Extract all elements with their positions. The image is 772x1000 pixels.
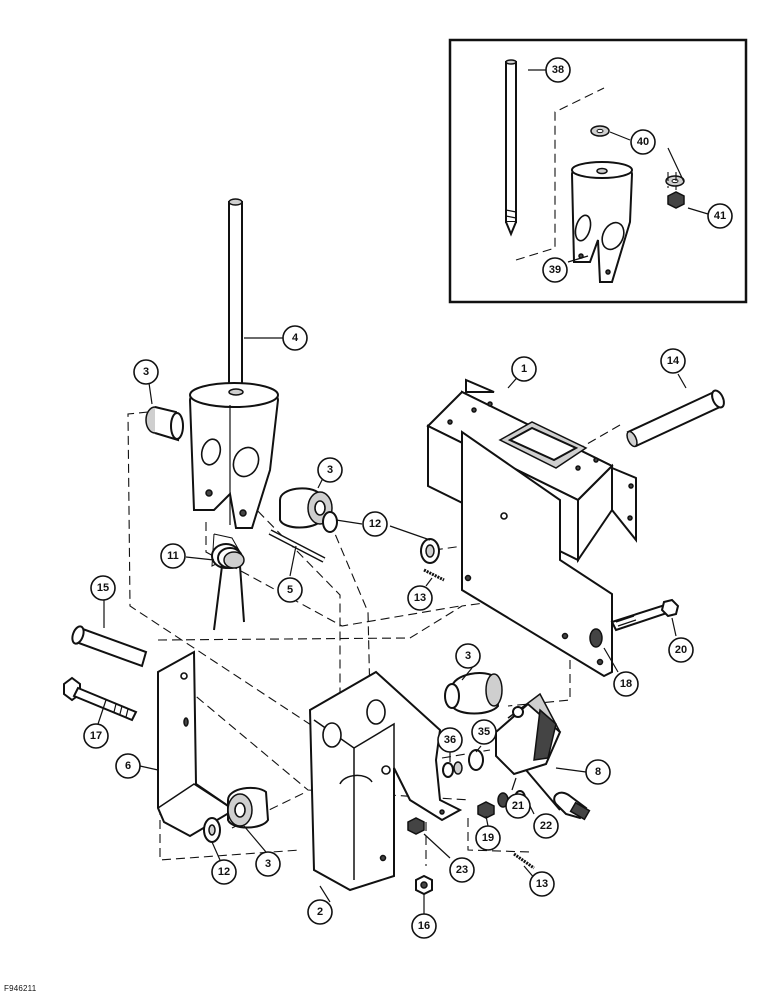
callout-23: 23 (449, 857, 475, 883)
callout-8: 8 (585, 759, 611, 785)
limit-switch (495, 692, 591, 821)
spring-pin (268, 529, 326, 563)
bushing-right (444, 672, 503, 715)
callout-36: 36 (437, 727, 463, 753)
figure-id: F946211 (4, 984, 37, 993)
callout-21: 21 (505, 793, 531, 819)
svg-text:4: 4 (292, 332, 299, 344)
svg-text:21: 21 (512, 800, 524, 812)
callout-39: 39 (542, 257, 568, 283)
bolt-right (610, 598, 680, 632)
svg-text:5: 5 (287, 584, 293, 596)
svg-text:36: 36 (444, 734, 456, 746)
pivot-pin-right (626, 389, 725, 448)
bushing-upper-left (145, 406, 184, 442)
control-lever-rod (228, 198, 243, 403)
cotter-pin-upper (423, 568, 445, 582)
callout-3-upper-left: 3 (133, 359, 159, 385)
nut-23 (407, 817, 425, 835)
inset-rod (505, 59, 517, 237)
svg-text:22: 22 (540, 820, 552, 832)
callout-18: 18 (613, 671, 639, 697)
svg-text:38: 38 (552, 64, 564, 76)
svg-text:6: 6 (125, 760, 131, 772)
callout-16: 16 (411, 913, 437, 939)
spring-bracket (157, 650, 236, 838)
callout-15: 15 (90, 575, 116, 601)
callout-41: 41 (707, 203, 733, 229)
svg-text:12: 12 (218, 866, 230, 878)
callout-13-upper: 13 (407, 585, 433, 611)
callout-22: 22 (533, 813, 559, 839)
callout-11: 11 (160, 543, 186, 569)
svg-text:18: 18 (620, 678, 632, 690)
svg-text:41: 41 (714, 210, 726, 222)
nut-19 (477, 801, 495, 819)
svg-text:13: 13 (414, 592, 426, 604)
bolt-left (63, 676, 138, 722)
callout-14: 14 (660, 348, 686, 374)
pivot-bracket (308, 670, 463, 892)
pivot-pin-left (71, 625, 148, 668)
callout-20: 20 (668, 637, 694, 663)
svg-text:20: 20 (675, 644, 687, 656)
callout-6: 6 (115, 753, 141, 779)
inset-nut (667, 191, 685, 209)
svg-text:3: 3 (465, 650, 471, 662)
callout-38: 38 (545, 57, 571, 83)
svg-text:15: 15 (97, 582, 109, 594)
inset-detail (448, 38, 748, 304)
svg-text:40: 40 (637, 136, 649, 148)
bushing-lower (227, 786, 270, 829)
svg-text:2: 2 (317, 906, 323, 918)
callout-13-lower: 13 (529, 871, 555, 897)
callout-17: 17 (83, 723, 109, 749)
callout-40: 40 (630, 129, 656, 155)
washer-36b (453, 761, 463, 775)
callout-2: 2 (307, 899, 333, 925)
callout-19: 19 (475, 825, 501, 851)
svg-text:35: 35 (478, 726, 490, 738)
callout-3-middle: 3 (317, 457, 343, 483)
inset-yoke (570, 161, 634, 283)
svg-text:8: 8 (595, 766, 601, 778)
svg-text:19: 19 (482, 832, 494, 844)
callout-3-lower: 3 (255, 851, 281, 877)
lock-washer-18 (589, 628, 603, 648)
callout-4: 4 (282, 325, 308, 351)
callout-1: 1 (511, 356, 537, 382)
callout-5: 5 (277, 577, 303, 603)
cotter-pin-lower (513, 852, 535, 870)
svg-text:3: 3 (327, 464, 333, 476)
svg-text:14: 14 (667, 355, 680, 367)
svg-text:13: 13 (536, 878, 548, 890)
callout-3-right: 3 (455, 643, 481, 669)
lever-yoke (188, 382, 280, 529)
svg-text:3: 3 (265, 858, 271, 870)
mounting-bracket (426, 378, 637, 678)
svg-text:17: 17 (90, 730, 102, 742)
svg-text:1: 1 (521, 363, 527, 375)
callout-12-lower: 12 (211, 859, 237, 885)
leader-lines (97, 69, 709, 914)
svg-text:3: 3 (143, 366, 149, 378)
washer-36a (442, 762, 454, 778)
svg-text:39: 39 (549, 264, 561, 276)
svg-text:12: 12 (369, 518, 381, 530)
svg-text:23: 23 (456, 864, 468, 876)
spacer-35 (468, 749, 484, 771)
callout-35: 35 (471, 719, 497, 745)
torsion-spring (211, 533, 245, 631)
svg-text:16: 16 (418, 920, 430, 932)
washer-upper (322, 511, 338, 533)
svg-text:11: 11 (167, 550, 179, 562)
callout-12-upper: 12 (362, 511, 388, 537)
